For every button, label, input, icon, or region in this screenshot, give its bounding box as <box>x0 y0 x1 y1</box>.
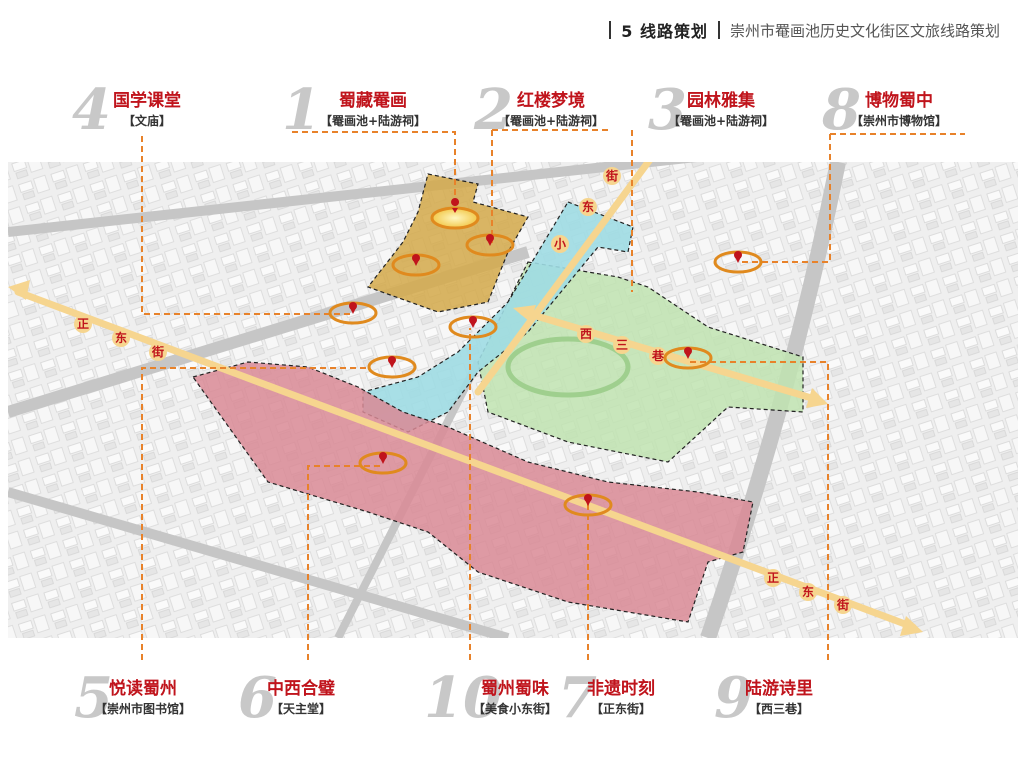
street-char: 街 <box>151 344 164 359</box>
route-title: 博物蜀中 <box>865 91 933 111</box>
route-place: 【罨画池+陆游祠】 <box>319 114 427 128</box>
location-pin-icon <box>469 316 477 328</box>
street-char: 西 <box>580 327 592 341</box>
street-char: 东 <box>802 584 814 599</box>
route-place: 【罨画池+陆游祠】 <box>667 114 775 128</box>
route-number: 4 <box>72 77 111 143</box>
route-place: 【罨画池+陆游祠】 <box>497 114 605 128</box>
street-char: 正 <box>767 571 779 585</box>
street-char: 巷 <box>651 348 665 363</box>
route-place: 【正东街】 <box>590 702 651 716</box>
route-label-9: 9 陆游诗里 【西三巷】 <box>694 666 864 726</box>
route-title: 非遗时刻 <box>587 679 655 699</box>
route-number: 1 <box>282 77 321 143</box>
road-arrowheads <box>8 280 923 636</box>
route-number: 10 <box>424 665 502 731</box>
street-char: 东 <box>115 330 127 345</box>
location-pin-icon <box>412 254 420 266</box>
location-pin-icon <box>684 347 692 359</box>
route-label-5: 5 悦读蜀州 【崇州市图书馆】 <box>58 666 228 726</box>
street-char: 小 <box>554 236 566 251</box>
location-pin-icon <box>388 356 396 368</box>
street-char: 街 <box>605 168 618 183</box>
route-label-7: 7 非遗时刻 【正东街】 <box>536 666 706 726</box>
sports-track <box>505 336 631 398</box>
route-place: 【文庙】 <box>122 114 171 128</box>
street-labels: 正 东 街 正 东 街 小 东 街 西 三 巷 <box>74 167 852 614</box>
route-place: 【崇州市博物馆】 <box>850 114 947 128</box>
route-title: 蜀藏罨画 <box>339 91 407 111</box>
route-number: 2 <box>474 77 513 143</box>
page-subtitle: 崇州市罨画池历史文化街区文旅线路策划 <box>729 21 1000 40</box>
route-title: 悦读蜀州 <box>109 679 177 699</box>
location-pin-icon <box>734 251 742 263</box>
route-place: 【西三巷】 <box>748 702 809 716</box>
header-divider <box>717 21 720 39</box>
page-header: 5 线路策划 崇州市罨画池历史文化街区文旅线路策划 <box>609 18 1000 42</box>
route-label-10: 10 蜀州蜀味 【美食小东街】 <box>424 666 600 726</box>
route-label-6: 6 中西合璧 【天主堂】 <box>216 666 386 726</box>
route-label-2: 2 红楼梦境 【罨画池+陆游祠】 <box>466 78 636 138</box>
route-title: 国学课堂 <box>113 91 181 111</box>
street-char: 正 <box>77 317 89 331</box>
route-place: 【天主堂】 <box>270 702 331 716</box>
street-char: 街 <box>836 597 849 612</box>
pin-icons <box>349 198 742 506</box>
route-title: 园林雅集 <box>687 91 755 111</box>
route-label-1: 1 蜀藏罨画 【罨画池+陆游祠】 <box>282 78 458 138</box>
route-number: 5 <box>74 665 113 731</box>
route-title: 陆游诗里 <box>745 679 813 699</box>
route-number: 6 <box>238 665 277 731</box>
route-title: 蜀州蜀味 <box>481 679 549 699</box>
route-title: 红楼梦境 <box>517 91 585 111</box>
location-pin-icon <box>451 198 460 213</box>
route-place: 【美食小东街】 <box>472 702 557 716</box>
route-number: 8 <box>822 77 861 143</box>
zone-yanhuachi-gold <box>367 173 529 313</box>
route-title: 中西合璧 <box>267 679 335 699</box>
location-pin-icon <box>584 494 592 506</box>
location-pin-icon <box>349 302 357 314</box>
location-pin-icon <box>486 234 494 246</box>
route-place: 【崇州市图书馆】 <box>94 702 191 716</box>
route-label-3: 3 园林雅集 【罨画池+陆游祠】 <box>636 78 806 138</box>
street-char: 三 <box>616 338 628 352</box>
zone-yuanlin-green <box>477 261 804 463</box>
location-pin-icon <box>379 452 387 464</box>
street-char: 东 <box>582 199 594 214</box>
route-label-4: 4 国学课堂 【文庙】 <box>62 78 232 138</box>
route-number: 9 <box>714 665 753 731</box>
route-number: 3 <box>648 77 687 143</box>
route-label-8: 8 博物蜀中 【崇州市博物馆】 <box>814 78 984 138</box>
header-divider <box>609 21 612 39</box>
section-title: 5 线路策划 <box>621 22 708 41</box>
route-number: 7 <box>558 665 597 731</box>
zone-zhengdongjie-pink <box>192 361 754 623</box>
